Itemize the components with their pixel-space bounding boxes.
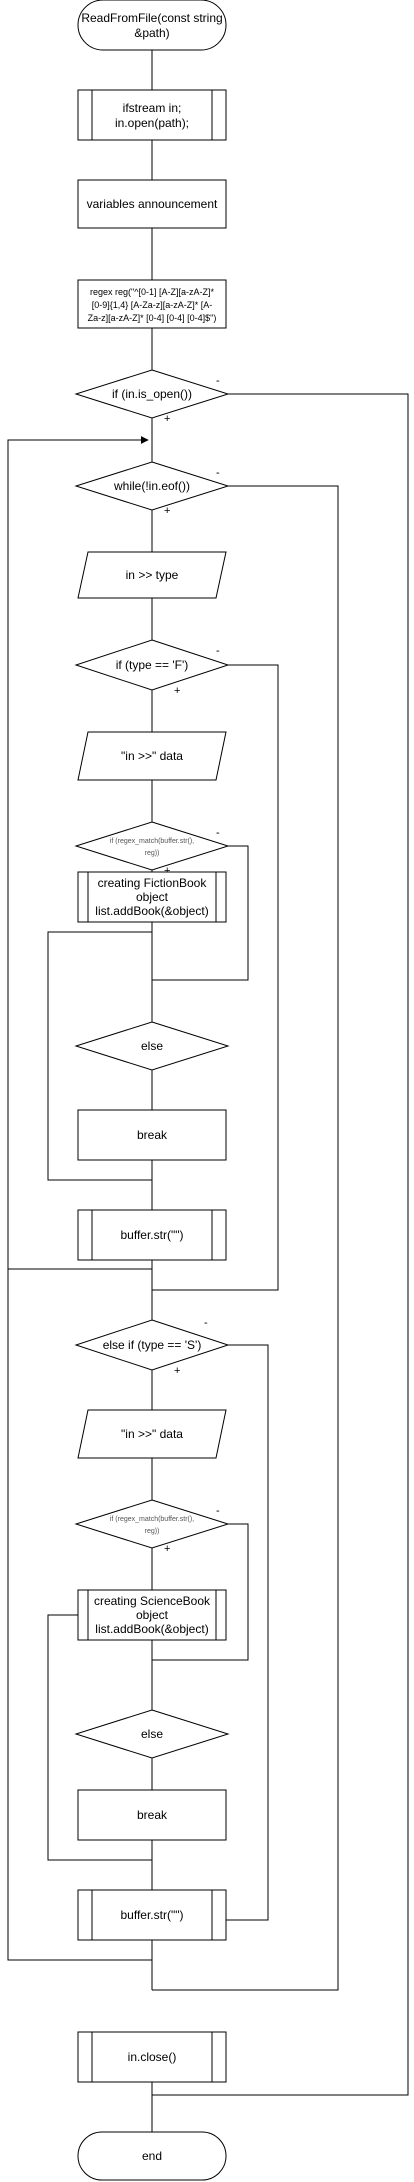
if-fiction-decision: if (type == 'F')	[74, 639, 230, 691]
if-open-decision: if (in.is_open())	[74, 369, 230, 419]
edge-createf-merge	[47, 931, 152, 1181]
edge-ifopen-no	[152, 393, 409, 2096]
edge-loop-back-f	[7, 436, 152, 1270]
edge-iff-no	[152, 664, 279, 1291]
variables-label: variables announcement	[87, 197, 218, 211]
match-fiction-label-line2: reg))	[145, 850, 160, 857]
sign-ifs-no: -	[204, 1317, 208, 1329]
else-science-decision: else	[74, 1709, 230, 1759]
read-data-fiction-label: "in >>" data	[121, 749, 183, 763]
sign-ifs-yes: +	[174, 1365, 180, 1377]
match-fiction-label-line1: if (regex_match(buffer.str(),	[110, 838, 194, 845]
regex-label-line2: [0-9]{1,4} [A-Za-z][a-zA-Z]* [A-	[92, 300, 213, 310]
match-fiction-decision: if (regex_match(buffer.str(), reg))	[74, 821, 230, 871]
sign-while-yes: +	[164, 505, 170, 517]
create-fiction-process: creating FictionBook object list.addBook…	[77, 871, 227, 923]
ifstream-label-line2: in.open(path);	[115, 116, 189, 130]
create-science-line3: list.addBook(&object)	[95, 1622, 208, 1636]
match-science-decision: if (regex_match(buffer.str(), reg))	[74, 1499, 230, 1549]
while-decision: while(!in.eof())	[74, 461, 230, 511]
read-data-fiction-io: "in >>" data	[77, 731, 227, 781]
match-science-label-line2: reg))	[145, 1528, 160, 1535]
else-fiction-label: else	[141, 1039, 163, 1053]
branch-signs: - + - + - + - + - + - +	[164, 375, 220, 1555]
ifstream-label-line1: ifstream in;	[123, 101, 182, 115]
regex-label-line3: Za-z][a-zA-Z]* [0-4] [0-4] [0-4]$")	[88, 313, 217, 323]
read-type-label: in >> type	[126, 568, 179, 582]
break-fiction-label: break	[137, 1128, 168, 1142]
else-fiction-decision: else	[74, 1021, 230, 1071]
close-process: in.close()	[77, 2031, 227, 2083]
edge-loop-back-s	[7, 1269, 152, 1961]
read-data-science-io: "in >>" data	[77, 1409, 227, 1459]
sign-while-no: -	[216, 467, 220, 479]
sign-iff-yes: +	[174, 685, 180, 697]
sign-iff-no: -	[216, 645, 220, 657]
break-science-label: break	[137, 1808, 168, 1822]
ifstream-process: ifstream in; in.open(path);	[77, 89, 227, 141]
buffer-science-label: buffer.str("")	[121, 1908, 184, 1922]
start-label-line2: &path)	[134, 26, 169, 40]
sign-ifopen-no: -	[216, 375, 220, 387]
create-fiction-line2: object	[136, 890, 169, 904]
edge-while-no	[152, 485, 339, 1991]
create-science-line1: creating ScienceBook	[94, 1594, 211, 1608]
if-fiction-label: if (type == 'F')	[116, 658, 189, 672]
sign-matchf-yes: +	[164, 865, 170, 877]
buffer-fiction-process: buffer.str("")	[77, 1209, 227, 1261]
sign-ifopen-yes: +	[164, 413, 170, 425]
edge-matchf-no	[152, 845, 249, 981]
create-fiction-line1: creating FictionBook	[98, 876, 208, 890]
start-terminal: ReadFromFile(const string &path)	[77, 0, 227, 51]
close-label: in.close()	[128, 2050, 177, 2064]
break-fiction-process: break	[77, 1109, 227, 1161]
sign-matchs-yes: +	[164, 1543, 170, 1555]
connectors	[7, 50, 409, 2132]
else-science-label: else	[141, 1727, 163, 1741]
buffer-science-process: buffer.str("")	[77, 1889, 227, 1941]
if-science-decision: else if (type == 'S')	[74, 1319, 230, 1371]
start-label-line1: ReadFromFile(const string	[81, 11, 222, 25]
create-science-process: creating ScienceBook object list.addBook…	[77, 1589, 227, 1641]
sign-matchf-no: -	[216, 827, 220, 839]
variables-process: variables announcement	[77, 179, 227, 229]
read-type-io: in >> type	[77, 551, 227, 599]
if-science-label: else if (type == 'S')	[103, 1338, 202, 1352]
end-label: end	[142, 2149, 162, 2163]
create-fiction-line3: list.addBook(&object)	[95, 904, 208, 918]
sign-matchs-no: -	[216, 1505, 220, 1517]
buffer-fiction-label: buffer.str("")	[121, 1228, 184, 1242]
edge-matchs-no	[152, 1523, 249, 1661]
match-science-label-line1: if (regex_match(buffer.str(),	[110, 1516, 194, 1523]
while-label: while(!in.eof())	[113, 479, 190, 493]
if-open-label: if (in.is_open())	[112, 387, 192, 401]
end-terminal: end	[77, 2131, 227, 2181]
regex-process: regex reg("^[0-1] [A-Z][a-zA-Z]* [0-9]{1…	[77, 279, 227, 329]
create-science-line2: object	[136, 1608, 169, 1622]
break-science-process: break	[77, 1789, 227, 1841]
regex-label-line1: regex reg("^[0-1] [A-Z][a-zA-Z]*	[90, 287, 214, 297]
read-data-science-label: "in >>" data	[121, 1427, 183, 1441]
